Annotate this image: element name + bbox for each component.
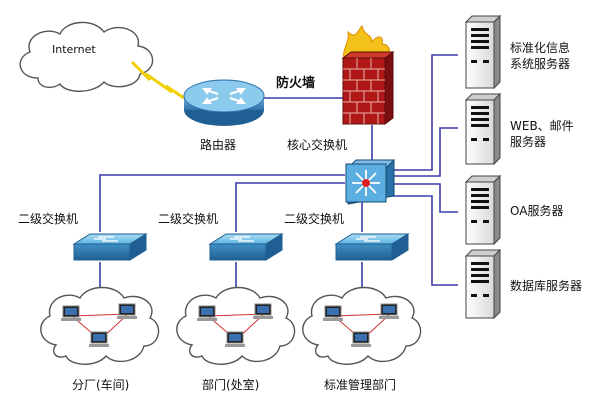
internet-label: Internet — [52, 43, 96, 56]
branch-2-dept-label: 部门(处室) — [202, 378, 260, 392]
core-switch-label: 核心交换机 — [287, 138, 348, 152]
firewall-label: 防火墙 — [276, 76, 316, 91]
link-core-server-4 — [380, 195, 458, 286]
dept-cloud-2 — [176, 286, 296, 365]
pc-icon — [351, 331, 371, 347]
link-core-server-1 — [392, 54, 458, 171]
wan-link-lightning-icon — [130, 60, 185, 100]
server-4-label: 数据库服务器 — [510, 278, 582, 294]
secondary-switch-2-icon[interactable] — [208, 233, 284, 261]
server-3-icon[interactable] — [464, 174, 502, 246]
pc-icon — [253, 303, 273, 319]
server-2-label-line1: WEB、邮件 — [510, 119, 574, 133]
link-core-switch-1 — [99, 174, 345, 232]
secondary-switch-3-icon[interactable] — [334, 233, 410, 261]
pc-icon — [89, 331, 109, 347]
core-switch-icon[interactable] — [345, 159, 396, 205]
link-core-switch-2 — [235, 182, 345, 232]
branch-1-switch-label: 二级交换机 — [18, 212, 79, 226]
server-2-label-line2: 服务器 — [510, 135, 547, 150]
server-1-label: 标准化信息 系统服务器 — [510, 40, 570, 72]
pc-icon — [225, 331, 245, 347]
pc-icon — [323, 305, 343, 321]
link-core-server-3 — [392, 183, 458, 213]
pc-icon — [197, 305, 217, 321]
server-2-label: WEB、邮件 服务器 — [510, 118, 574, 150]
pc-icon — [379, 303, 399, 319]
server-4-label-line1: 数据库服务器 — [510, 279, 583, 293]
server-1-icon[interactable] — [464, 14, 502, 90]
server-2-icon[interactable] — [464, 92, 502, 166]
network-links — [99, 54, 458, 290]
secondary-switch-1-icon[interactable] — [72, 233, 148, 261]
pc-icon — [61, 305, 81, 321]
pc-icon — [117, 303, 137, 319]
server-1-label-line1: 标准化信息 — [510, 41, 571, 55]
branch-3-dept-label: 标准管理部门 — [324, 378, 397, 392]
router-icon[interactable] — [183, 79, 265, 126]
branch-1-dept-label: 分厂(车间) — [72, 378, 130, 392]
server-4-icon[interactable] — [464, 248, 502, 320]
server-1-label-line2: 系统服务器 — [510, 57, 571, 72]
router-label: 路由器 — [200, 138, 237, 152]
branch-2-switch-label: 二级交换机 — [158, 212, 219, 226]
dept-cloud-1 — [40, 286, 160, 365]
internet-cloud — [19, 21, 154, 92]
server-3-label-line1: OA服务器 — [510, 204, 564, 218]
server-3-label: OA服务器 — [510, 203, 563, 219]
link-core-server-2 — [392, 127, 458, 177]
dept-cloud-3 — [302, 286, 422, 365]
firewall-icon[interactable] — [341, 24, 395, 125]
branch-3-switch-label: 二级交换机 — [284, 212, 345, 226]
